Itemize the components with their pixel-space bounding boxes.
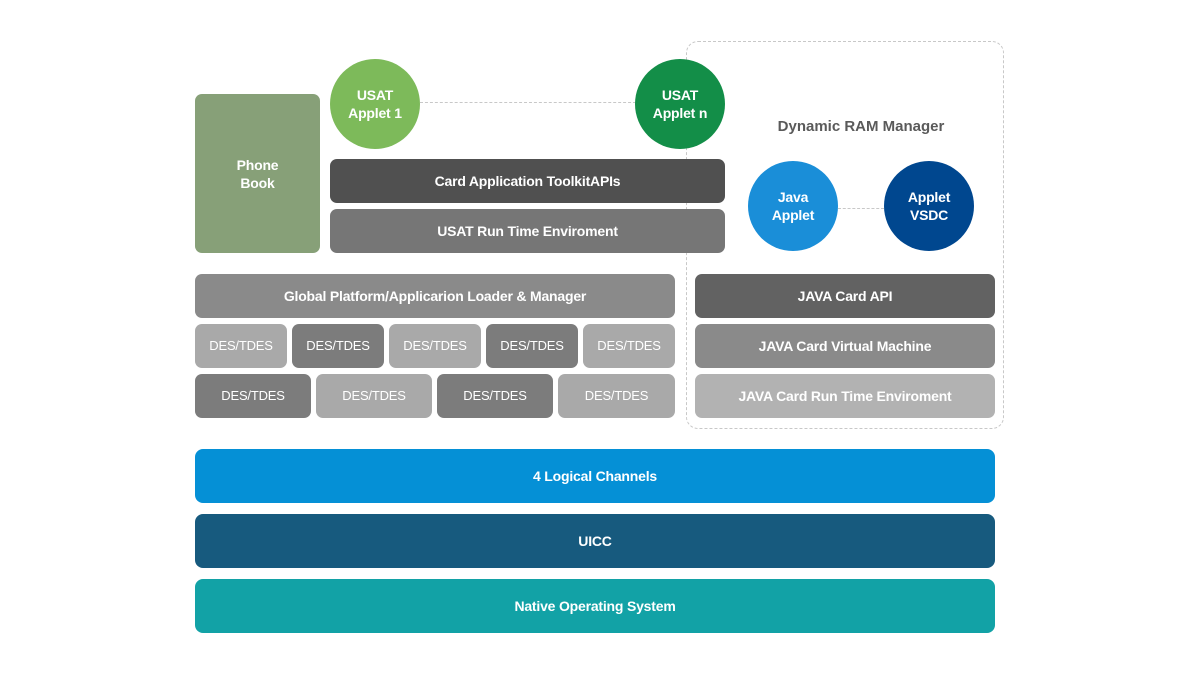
des-tdes-block: DES/TDES [195,374,311,418]
global-platform-loader-manager: Global Platform/Applicarion Loader & Man… [195,274,675,318]
java-applet-line2: Applet [771,207,815,223]
java-card-api: JAVA Card API [695,274,995,318]
des-tdes-block: DES/TDES [316,374,432,418]
des-tdes-block: DES/TDES [437,374,553,418]
usat-applet-1-line2: Applet 1 [348,105,402,121]
applet-vsdc-line2: VSDC [909,207,949,223]
native-operating-system-layer: Native Operating System [195,579,995,633]
des-tdes-block: DES/TDES [195,324,287,368]
card-application-toolkit-apis: Card Application ToolkitAPIs [330,159,725,203]
applet-vsdc-circle: Applet VSDC [884,161,974,251]
java-card-run-time-environment: JAVA Card Run Time Enviroment [695,374,995,418]
phone-book-line1: Phone [236,156,279,173]
java-vsdc-connector [838,208,884,209]
java-applet-line1: Java [777,189,809,205]
phone-book-line2: Book [240,174,275,191]
des-tdes-block: DES/TDES [292,324,384,368]
java-applet-circle: Java Applet [748,161,838,251]
des-tdes-block: DES/TDES [583,324,675,368]
usat-applet-n-circle: USAT Applet n [635,59,725,149]
des-tdes-block: DES/TDES [558,374,675,418]
phone-book-block: Phone Book [195,94,320,253]
usat-applet-1-circle: USAT Applet 1 [330,59,420,149]
des-tdes-block: DES/TDES [486,324,578,368]
usat-applet-connector [420,102,636,103]
logical-channels-layer: 4 Logical Channels [195,449,995,503]
java-card-virtual-machine: JAVA Card Virtual Machine [695,324,995,368]
usat-applet-n-line1: USAT [661,87,699,103]
uicc-layer: UICC [195,514,995,568]
usat-applet-n-line2: Applet n [652,105,708,121]
des-tdes-block: DES/TDES [389,324,481,368]
usat-run-time-environment: USAT Run Time Enviroment [330,209,725,253]
dynamic-ram-manager-title: Dynamic RAM Manager [777,118,945,135]
usat-applet-1-line1: USAT [356,87,394,103]
applet-vsdc-line1: Applet [907,189,951,205]
